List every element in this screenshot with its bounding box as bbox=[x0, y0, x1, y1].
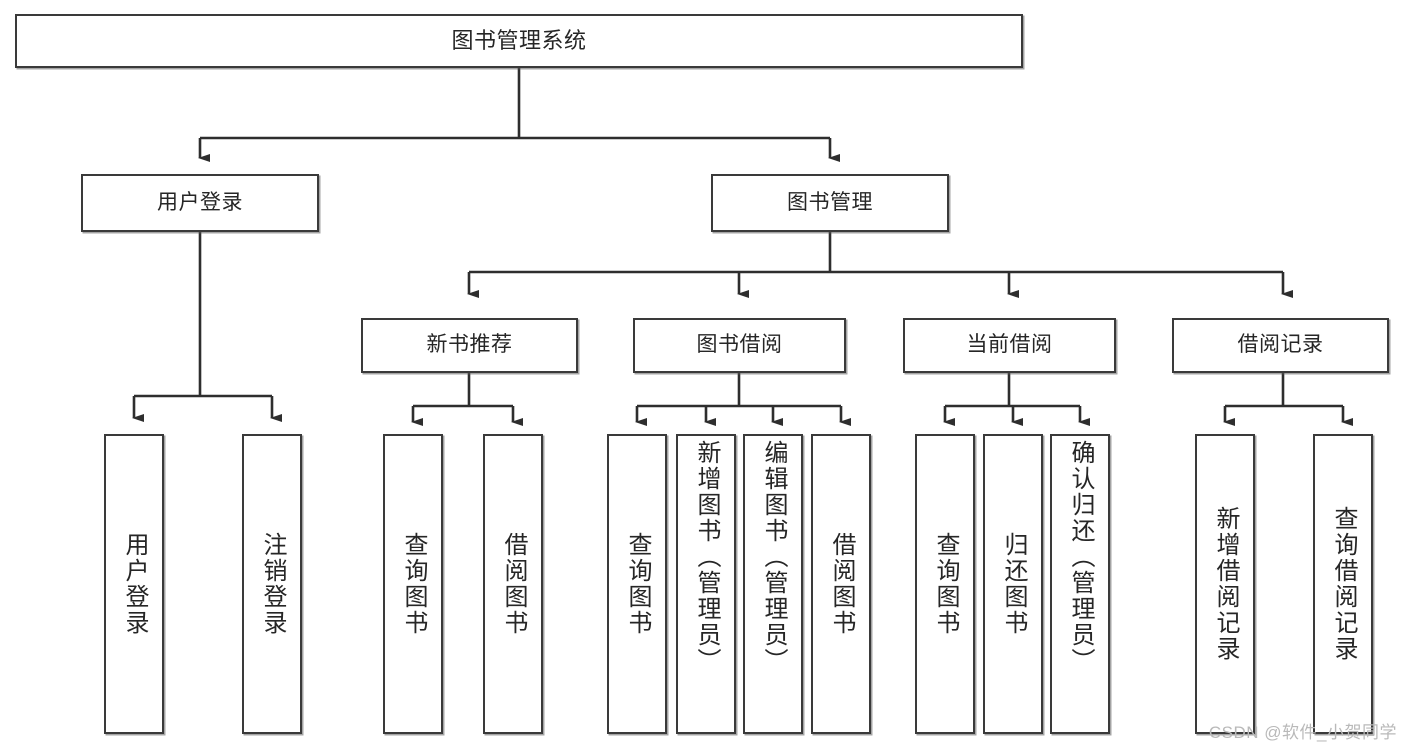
node-label: 新增图书（管理员） bbox=[693, 440, 720, 674]
watermark-text: CSDN @软件_小贺同学 bbox=[1208, 723, 1397, 742]
node-leaf-query-borrow-record[interactable]: 查询借阅记录 bbox=[1313, 434, 1373, 734]
node-label: 查询图书 bbox=[400, 532, 427, 636]
node-label: 借阅图书 bbox=[500, 532, 527, 636]
node-label: 图书借阅 bbox=[696, 333, 783, 357]
node-leaf-edit-book[interactable]: 编辑图书（管理员） bbox=[743, 434, 803, 734]
node-current-borrow[interactable]: 当前借阅 bbox=[903, 318, 1116, 373]
node-label: 编辑图书（管理员） bbox=[760, 440, 787, 674]
node-book-borrow[interactable]: 图书借阅 bbox=[633, 318, 846, 373]
node-label: 借阅记录 bbox=[1237, 333, 1324, 357]
node-label: 确认归还（管理员） bbox=[1067, 440, 1094, 674]
node-label: 当前借阅 bbox=[966, 333, 1053, 357]
node-leaf-add-borrow-record[interactable]: 新增借阅记录 bbox=[1195, 434, 1255, 734]
node-label: 用户登录 bbox=[121, 532, 148, 636]
node-label: 查询图书 bbox=[932, 532, 959, 636]
node-borrow-record[interactable]: 借阅记录 bbox=[1172, 318, 1389, 373]
node-leaf-add-book[interactable]: 新增图书（管理员） bbox=[676, 434, 736, 734]
node-label: 归还图书 bbox=[1000, 532, 1027, 636]
node-new-book-recommend[interactable]: 新书推荐 bbox=[361, 318, 578, 373]
node-label: 图书管理 bbox=[787, 190, 873, 214]
node-leaf-query-book-1[interactable]: 查询图书 bbox=[383, 434, 443, 734]
node-label: 注销登录 bbox=[259, 532, 286, 636]
node-label: 图书管理系统 bbox=[451, 28, 587, 54]
node-leaf-query-book-2[interactable]: 查询图书 bbox=[607, 434, 667, 734]
node-leaf-logout-login[interactable]: 注销登录 bbox=[242, 434, 302, 734]
node-label: 借阅图书 bbox=[828, 532, 855, 636]
node-label: 用户登录 bbox=[157, 190, 243, 214]
node-label: 新增借阅记录 bbox=[1212, 506, 1239, 662]
node-leaf-confirm-return[interactable]: 确认归还（管理员） bbox=[1050, 434, 1110, 734]
node-leaf-query-book-3[interactable]: 查询图书 bbox=[915, 434, 975, 734]
node-leaf-user-login[interactable]: 用户登录 bbox=[104, 434, 164, 734]
node-label: 查询借阅记录 bbox=[1330, 506, 1357, 662]
node-book-management[interactable]: 图书管理 bbox=[711, 174, 949, 232]
node-leaf-return-book[interactable]: 归还图书 bbox=[983, 434, 1043, 734]
node-label: 查询图书 bbox=[624, 532, 651, 636]
node-label: 新书推荐 bbox=[426, 333, 513, 357]
node-root-system[interactable]: 图书管理系统 bbox=[15, 14, 1023, 68]
node-leaf-borrow-book-2[interactable]: 借阅图书 bbox=[811, 434, 871, 734]
node-leaf-borrow-book-1[interactable]: 借阅图书 bbox=[483, 434, 543, 734]
node-user-login[interactable]: 用户登录 bbox=[81, 174, 319, 232]
